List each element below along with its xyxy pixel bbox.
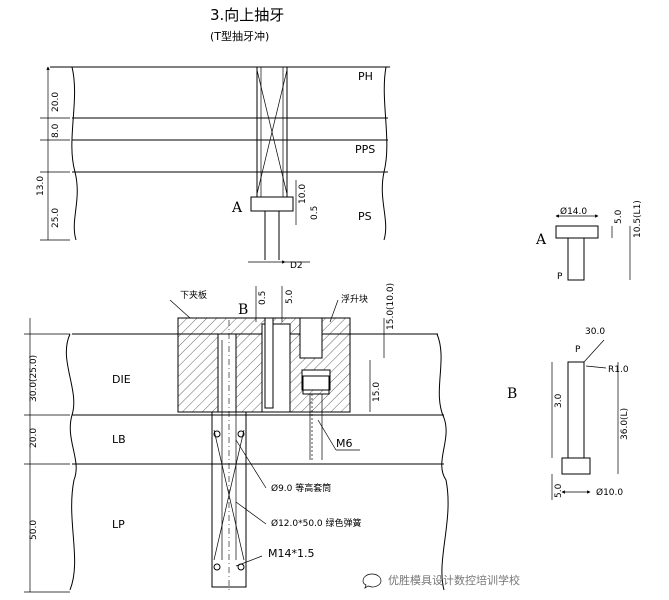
detail-b-marker: B xyxy=(238,302,248,318)
watermark: 优胜模具设计数控培训学校 xyxy=(362,573,520,589)
top-dim-10: 10.0 xyxy=(298,184,308,204)
detail-b-label: B xyxy=(507,386,517,402)
top-dim-13: 13.0 xyxy=(36,176,46,196)
top-assembly: 20.0 8.0 13.0 25.0 10.0 0.5 D2 A PH PPS … xyxy=(36,66,390,271)
m6-label: M6 xyxy=(336,437,353,450)
plate-label-pps: PPS xyxy=(355,143,375,156)
detail-b-dim-3: 3.0 xyxy=(554,393,564,408)
detail-a-p: P xyxy=(557,272,563,282)
plate-label-lp: LP xyxy=(112,518,125,531)
top-dim-8: 8.0 xyxy=(51,123,61,138)
lower-clamp-label: 下夹板 xyxy=(180,289,207,301)
plate-label-die: DIE xyxy=(112,373,131,386)
drawing-subtitle: (T型抽牙冲) xyxy=(210,29,269,43)
main-assembly: 30.0(25.0) 20.0 50.0 0.5 5.0 15.0(10.0) … xyxy=(24,283,449,593)
detail-b-view: B 30.0 P R1.0 3.0 36.0(L) 5.0 Ø10.0 xyxy=(507,327,630,500)
mid-dim-20: 20.0 xyxy=(29,428,39,448)
mid-dim-30: 30.0(25.0) xyxy=(29,355,39,402)
top-dim-25: 25.0 xyxy=(51,208,61,228)
plate-label-ps: PS xyxy=(358,210,372,223)
detail-b-p: P xyxy=(575,345,581,355)
top-dim-05: 0.5 xyxy=(310,206,320,220)
mid-dim-15: 15.0 xyxy=(372,382,382,402)
watermark-text: 优胜模具设计数控培训学校 xyxy=(388,573,520,587)
detail-a-label: A xyxy=(535,232,547,248)
top-dim-20: 20.0 xyxy=(51,92,61,112)
mid-dim-50: 50.0 xyxy=(29,520,39,540)
detail-a-dim-l1: 10.5(L1) xyxy=(633,200,643,238)
mid-dim-05: 0.5 xyxy=(258,291,268,305)
equal-sleeve-label: Ø9.0 等高套筒 xyxy=(271,482,331,494)
detail-a-marker: A xyxy=(231,200,243,216)
top-dim-d2: D2 xyxy=(290,261,303,271)
detail-a-view: A Ø14.0 5.0 10.5(L1) P xyxy=(535,200,643,282)
detail-b-dim-30: 30.0 xyxy=(585,327,605,337)
detail-b-r1: R1.0 xyxy=(608,365,629,375)
plate-label-lb: LB xyxy=(112,433,126,446)
lifter-label: 浮升块 xyxy=(341,293,368,305)
detail-b-dim-5: 5.0 xyxy=(554,483,564,498)
mid-dim-15-10: 15.0(10.0) xyxy=(386,283,396,330)
detail-a-dim-d14: Ø14.0 xyxy=(560,206,587,217)
detail-b-dim-36: 36.0(L) xyxy=(620,408,630,440)
plate-label-ph: PH xyxy=(358,70,373,83)
detail-b-dim-d10: Ø10.0 xyxy=(596,487,623,498)
spring-label: Ø12.0*50.0 绿色弹簧 xyxy=(271,517,362,529)
wechat-icon xyxy=(362,573,382,589)
detail-a-dim-5: 5.0 xyxy=(614,209,624,224)
mid-dim-5: 5.0 xyxy=(285,289,295,304)
m14-label: M14*1.5 xyxy=(268,547,314,560)
drawing-title: 3.向上抽牙 xyxy=(210,6,284,24)
